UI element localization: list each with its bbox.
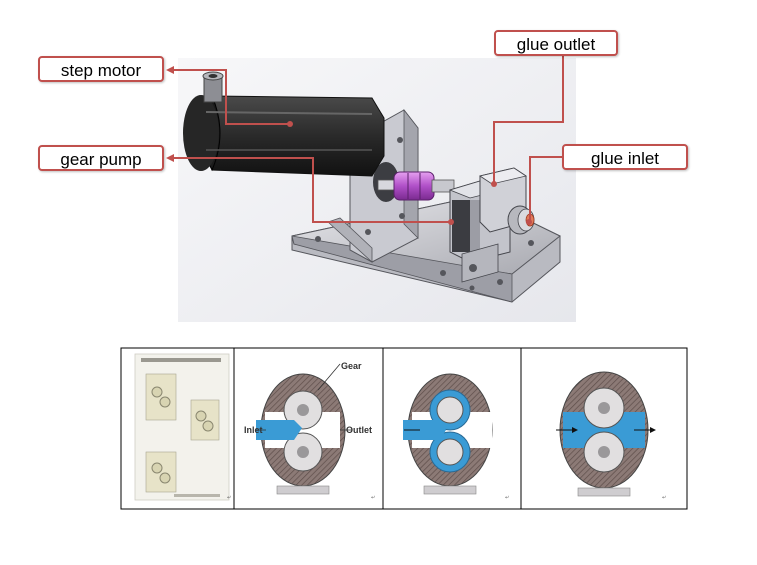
principle-table: ↵ Gear Inlet Outlet ↵ (120, 347, 688, 510)
panel-gear-pump-step-3: ↵ (556, 371, 666, 501)
svg-text:↵: ↵ (227, 495, 231, 501)
glue-inlet-label: glue inlet (590, 149, 660, 168)
panel-gear-pump-labelled: Gear Inlet Outlet ↵ (244, 361, 375, 501)
panel-gear-pump-step-2: ↵ (403, 373, 509, 501)
gear-pump-leader (172, 157, 451, 223)
gear-pump-callout: gear pump (38, 145, 164, 171)
panel-scanned-sheet: ↵ (134, 353, 231, 501)
step-motor-leader (172, 69, 290, 125)
svg-text:↵: ↵ (505, 495, 509, 501)
shaft-coupling (377, 171, 455, 201)
gear-pump-block (448, 167, 535, 283)
glue-outlet-label: glue outlet (516, 35, 596, 54)
step-motor-arrowhead (166, 66, 174, 74)
glue-inlet-callout: glue inlet (562, 144, 688, 170)
svg-text:↵: ↵ (371, 495, 375, 501)
leader-lines (172, 56, 564, 223)
step-motor-callout: step motor (38, 56, 164, 82)
inlet-label: Inlet (244, 425, 263, 435)
glue-inlet-leader (529, 156, 563, 222)
step-motor-label: step motor (60, 61, 142, 80)
gear-label: Gear (341, 361, 362, 371)
glue-outlet-leader (493, 56, 564, 184)
step-motor-body (183, 71, 385, 177)
glue-outlet-callout: glue outlet (494, 30, 618, 56)
inlet-fluid (256, 420, 302, 440)
gear-pump-arrowhead (166, 154, 174, 162)
svg-text:↵: ↵ (662, 495, 666, 501)
gear-pump-label: gear pump (60, 150, 142, 169)
outlet-label: Outlet (346, 425, 372, 435)
assembly-render (166, 56, 576, 322)
